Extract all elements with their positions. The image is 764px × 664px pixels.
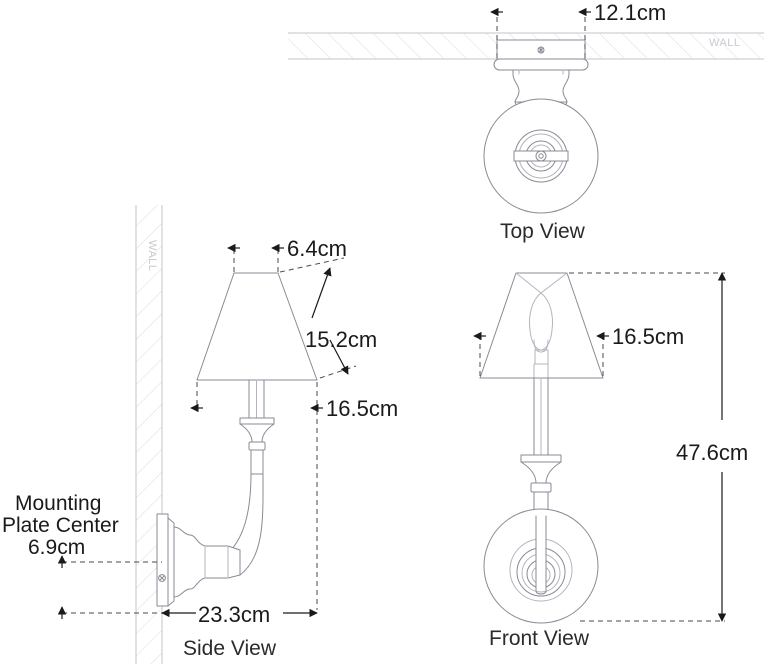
dimension-top-12-1: 12.1cm	[490, 0, 666, 58]
dimension-label-15-2cm: 15.2cm	[305, 327, 377, 352]
mounting-plate-label-line-1: Mounting	[15, 492, 101, 515]
dimension-side-16-5: 16.5cm	[190, 382, 398, 421]
dimension-side-15-2: 15.2cm	[279, 257, 377, 379]
dimension-overall-height-47-6: 47.6cm	[569, 272, 748, 622]
dimension-projection-23-3: 23.3cm	[161, 410, 318, 627]
dimension-side-6-4: 6.4cm	[227, 236, 347, 272]
dimension-label-front-16-5cm: 16.5cm	[612, 324, 684, 349]
side-view-stem	[224, 379, 275, 576]
dimension-label-47-6cm: 47.6cm	[676, 440, 748, 465]
dimension-label-6-9cm: 6.9cm	[28, 536, 85, 559]
top-view-group: WALL	[288, 0, 764, 243]
side-view-shade	[196, 272, 318, 381]
front-view-group: 16.5cm 47.6cm Front View	[473, 272, 748, 650]
view-label-side-view: Side View	[183, 637, 277, 660]
front-view-shade	[479, 272, 604, 379]
wall-label-side: WALL	[146, 240, 158, 272]
dimension-label-12-1cm: 12.1cm	[594, 0, 666, 25]
side-view-backplate	[156, 513, 241, 607]
side-view-group: WALL	[2, 205, 398, 664]
top-view-fixture	[483, 39, 599, 214]
mounting-plate-label-line-2: Plate Center	[2, 514, 119, 537]
dimension-front-16-5: 16.5cm	[473, 324, 684, 376]
view-label-front-view: Front View	[489, 627, 590, 650]
dimension-label-6-4cm: 6.4cm	[287, 236, 347, 261]
dimension-label-side-16-5cm: 16.5cm	[326, 396, 398, 421]
dimension-mounting-plate-center: Mounting Plate Center 6.9cm	[2, 492, 162, 619]
wall-label-top: WALL	[709, 37, 741, 49]
view-label-top-view: Top View	[500, 220, 586, 243]
dimension-label-23-3cm: 23.3cm	[198, 602, 270, 627]
front-view-backplate	[483, 508, 599, 624]
